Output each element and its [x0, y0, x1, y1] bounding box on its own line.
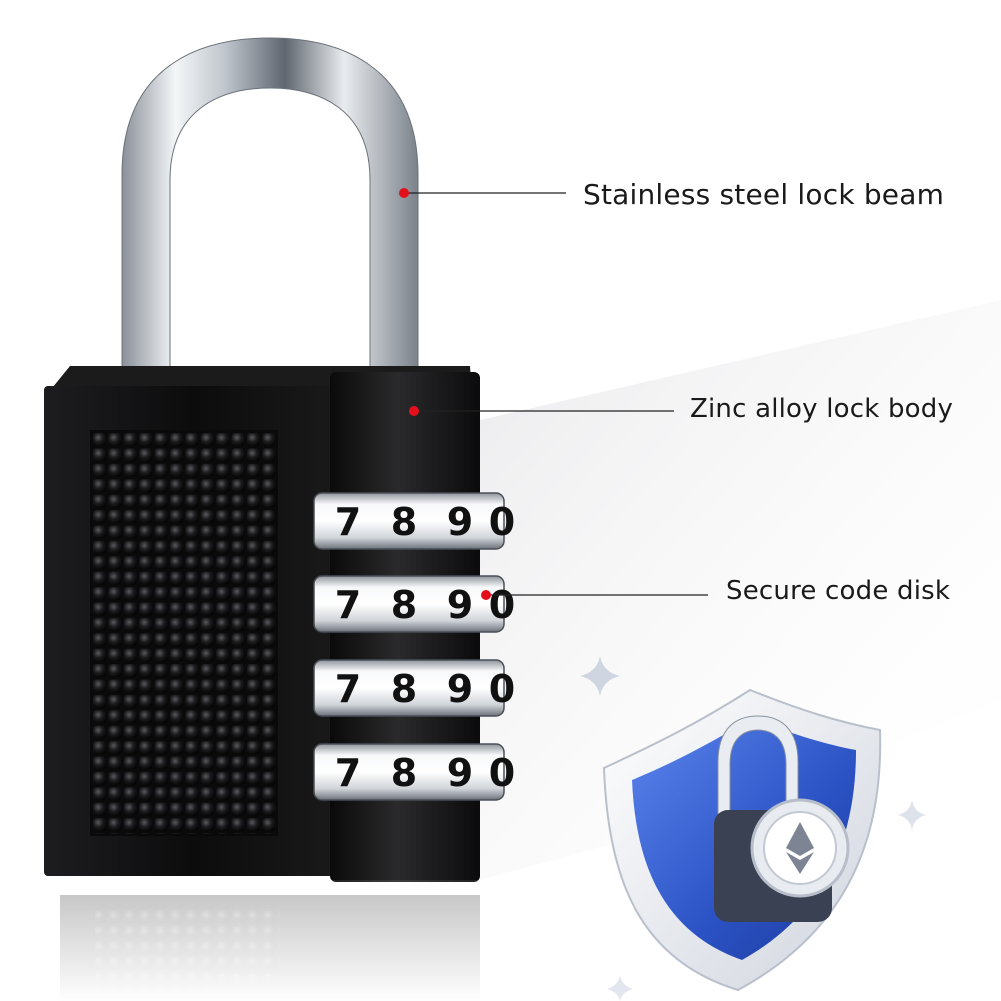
dial-digit: 0: [489, 500, 515, 544]
stainless-steel-beam-label: Stainless steel lock beam: [583, 178, 945, 211]
grip-texture: [92, 432, 277, 834]
dial-digit: 9: [447, 667, 473, 711]
sparkle-icon: [580, 656, 926, 1001]
disk-marker: [481, 590, 491, 600]
dial-digit: 8: [391, 583, 417, 627]
dial-digit: 8: [391, 667, 417, 711]
padlock-shield-icon: [602, 688, 882, 992]
zinc-alloy-body-label: Zinc alloy lock body: [690, 394, 954, 424]
dial-digit: 7: [335, 500, 361, 544]
callout-lines: [399, 188, 708, 600]
beam-marker: [399, 188, 409, 198]
dial-digit: 0: [489, 583, 515, 627]
dial-digit: 9: [447, 583, 473, 627]
ethereum-icon: [786, 822, 814, 874]
dial-digit: 7: [335, 583, 361, 627]
dial-digit: 0: [489, 667, 515, 711]
dial-digit: 7: [335, 667, 361, 711]
body-marker: [409, 406, 419, 416]
stainless-steel-shackle: [121, 37, 419, 373]
dial-digit: 9: [447, 500, 473, 544]
dial-digit: 8: [391, 500, 417, 544]
secure-code-disk-label: Secure code disk: [726, 576, 951, 606]
floor-reflection: [40, 880, 500, 1001]
dial-digit: 9: [447, 751, 473, 795]
dial-digit: 0: [489, 751, 515, 795]
dial-digit: 8: [391, 751, 417, 795]
dial-digit: 7: [335, 751, 361, 795]
